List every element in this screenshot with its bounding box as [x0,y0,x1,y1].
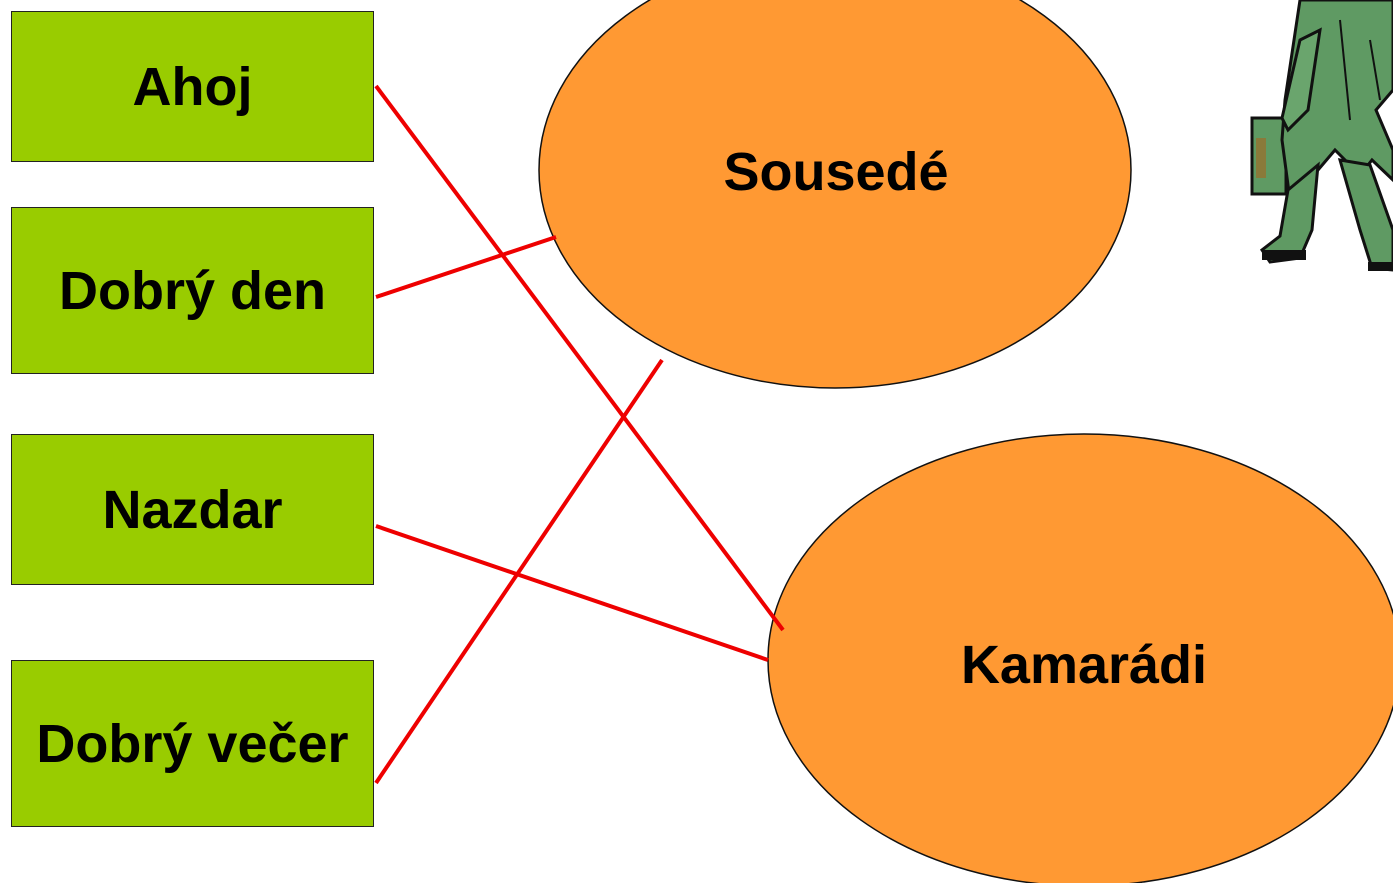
connector-ahoj-kamaradi [374,84,785,632]
greeting-label-dobry-den: Dobrý den [58,260,327,321]
greeting-label-dobry-vecer: Dobrý večer [36,713,349,774]
kamaradi-label: Kamarádi [961,635,1207,695]
greeting-box-dobry-den: Dobrý den [11,207,374,374]
greeting-box-dobry-vecer: Dobrý večer [11,660,374,827]
greeting-box-nazdar: Nazdar [11,434,374,585]
group-kamaradi: Kamarádi [767,433,1393,883]
sousede-label: Sousedé [723,142,948,202]
greeting-label-ahoj: Ahoj [132,56,253,117]
greeting-label-nazdar: Nazdar [102,479,283,540]
connector-dobry-den-sousede [375,235,557,299]
connector-lines [374,84,785,785]
greeting-box-ahoj: Ahoj [11,11,374,162]
businessman-walking-icon [1250,0,1393,272]
sousede-ellipse [538,0,1132,389]
group-sousede: Sousedé [538,0,1132,389]
connector-dobry-vecer-sousede [374,358,664,785]
connector-nazdar-kamaradi [375,524,769,662]
